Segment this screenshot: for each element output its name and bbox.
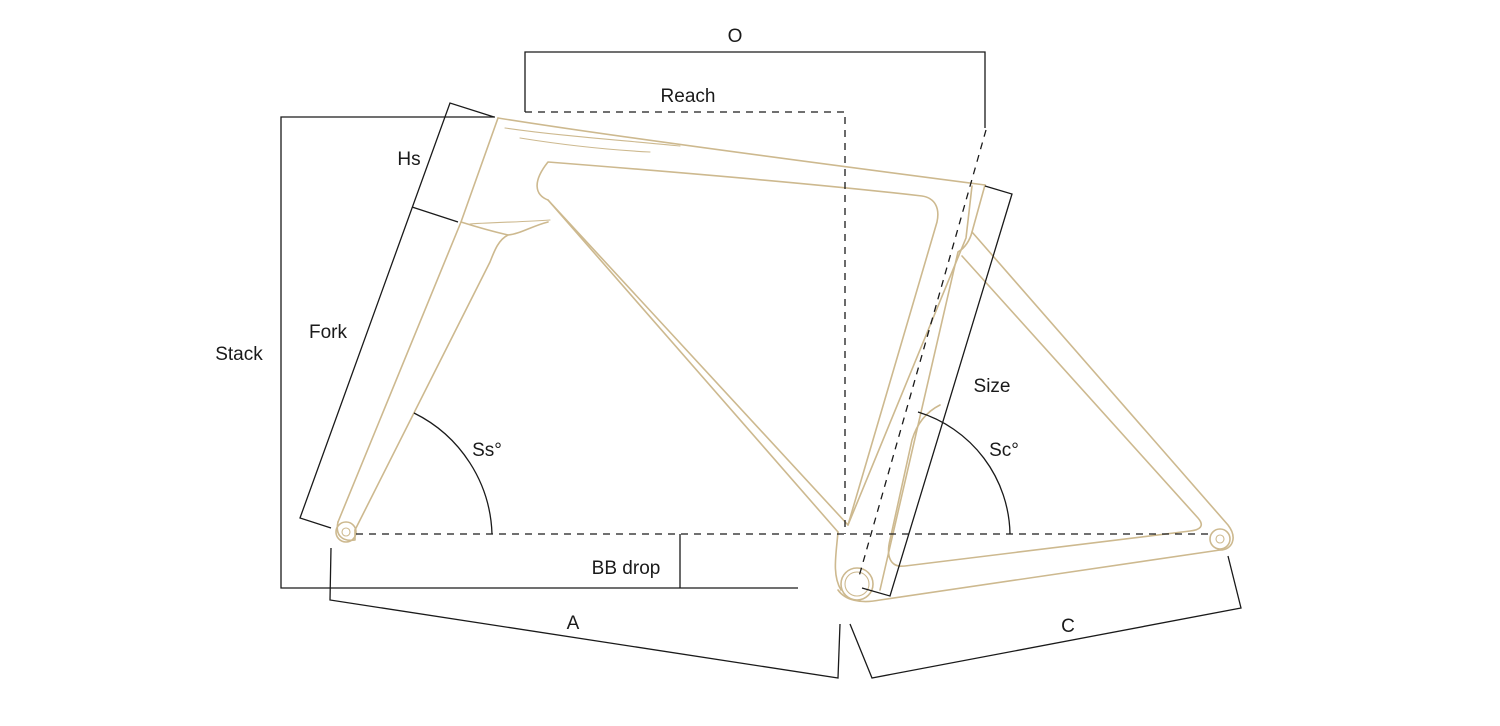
o-dimension-bracket — [524, 51, 986, 128]
label-stack: Stack — [215, 344, 263, 365]
bottom-bracket-inner — [844, 571, 870, 597]
seat-tube-front — [847, 185, 973, 526]
sc-angle-arc — [917, 411, 1011, 535]
label-hs: Hs — [397, 149, 420, 170]
frame-top-tube-outer — [497, 117, 986, 186]
head-tube-detail-2 — [519, 137, 651, 153]
label-o: O — [728, 26, 743, 47]
rear-dropout — [1209, 528, 1231, 550]
fork-blade-outer — [337, 117, 499, 523]
fork-crown — [460, 221, 549, 236]
frame-main-triangle-inner — [536, 161, 939, 526]
label-fork: Fork — [309, 322, 348, 343]
stack-dimension-bracket — [280, 116, 798, 589]
ss-angle-arc — [413, 412, 493, 535]
seat-tube-axis-line — [857, 129, 987, 581]
fork-length-line — [299, 102, 495, 529]
hs-tick — [411, 206, 459, 223]
a-dimension-bracket — [329, 547, 841, 679]
fork-blade-inner — [354, 234, 509, 531]
label-sc-angle: Sc° — [989, 440, 1019, 461]
label-ss-angle: Ss° — [472, 440, 502, 461]
head-tube-detail-1 — [504, 127, 681, 147]
c-dimension-bracket — [849, 555, 1242, 679]
label-bb-drop: BB drop — [592, 558, 661, 579]
down-tube-bottom — [834, 531, 842, 591]
dimension-lines — [280, 51, 1242, 679]
reach-dimension-line — [525, 111, 846, 534]
front-axle — [341, 527, 351, 537]
bottom-bracket-outer — [840, 567, 874, 601]
down-tube-upper-edge — [547, 199, 839, 533]
label-reach: Reach — [661, 86, 716, 107]
front-dropout — [335, 521, 357, 543]
labels: O Reach Hs Stack Fork Ss° Size Sc° BB dr… — [215, 26, 1075, 637]
bike-frame — [335, 117, 1234, 603]
label-size: Size — [974, 376, 1011, 397]
seat-stay-inner — [887, 255, 1202, 567]
label-c: C — [1061, 616, 1075, 637]
seat-tube-rear — [879, 184, 986, 591]
down-tube-lower-edge — [336, 521, 356, 542]
label-a: A — [567, 613, 580, 634]
size-dimension-bracket — [861, 185, 1013, 597]
seat-stay-outer — [971, 231, 1234, 551]
chain-stay — [837, 549, 1221, 603]
rear-axle — [1215, 534, 1225, 544]
head-tube-detail-3 — [469, 219, 551, 225]
